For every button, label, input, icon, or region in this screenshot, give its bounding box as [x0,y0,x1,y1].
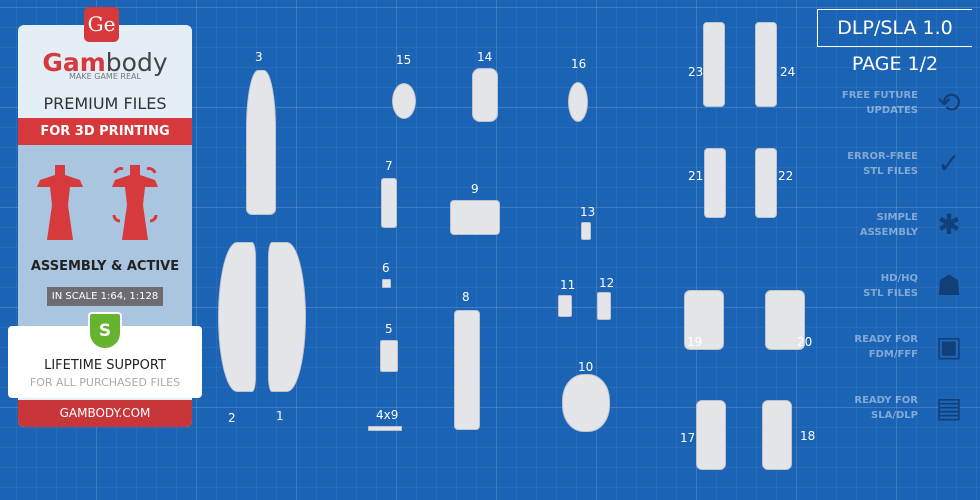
website-link[interactable]: GAMBODY.COM [18,400,192,427]
model-part [755,148,777,218]
scale-badge: IN SCALE 1:64, 1:128 [47,287,163,306]
feature-line-2: STL FILES [863,288,918,299]
update-icon: ⟲ [937,86,961,119]
version-label: DLP/SLA 1.0 [817,9,972,47]
feature-line-1: READY FOR [854,334,918,345]
part-number-label: 17 [680,431,696,445]
part-number-label: 2 [228,411,236,425]
feature-line-1: SIMPLE [876,212,918,223]
file-check-icon: ✓ [937,147,961,180]
part-number-label: 20 [797,335,813,349]
person-icon: ☗ [936,269,962,302]
premium-files-title: PREMIUM FILES [43,94,167,113]
feature-line-2: ASSEMBLY [859,227,918,238]
part-number-label: 15 [396,53,412,67]
sla-printer-icon: ▤ [935,391,963,424]
feature-label: FREE FUTURE UPDATES [808,88,918,118]
model-part [765,290,805,350]
part-number-label: 5 [385,322,393,336]
feature-label: READY FOR FDM/FFF [808,332,918,362]
part-number-label: 3 [255,50,263,64]
part-number-label: 9 [471,182,479,196]
part-number-label: 4x9 [376,408,399,422]
part-number-label: 14 [477,50,493,64]
part-number-label: 11 [560,278,576,292]
part-number-label: 19 [687,335,703,349]
part-number-label: 21 [688,169,704,183]
model-part [597,292,611,320]
lifetime-support-subtitle: FOR ALL PURCHASED FILES [29,376,181,389]
feature-label: HD/HQ STL FILES [808,271,918,301]
gambody-logo-icon: Ge [84,7,119,42]
tagline: MAKE GAME REAL [69,72,141,81]
feature-line-1: READY FOR [854,395,918,406]
assembly-active-label: ASSEMBLY & ACTIVE [30,259,180,274]
part-number-label: 13 [580,205,596,219]
model-part [392,83,416,119]
feature-label: SIMPLE ASSEMBLY [808,210,918,240]
feature-line-2: FDM/FFF [868,349,918,360]
model-part [755,22,777,107]
model-part [703,22,725,107]
model-part [246,70,276,215]
model-part [472,68,498,122]
fdm-printer-icon: ▣ [935,330,963,363]
model-part [268,242,306,392]
model-part [696,400,726,470]
part-number-label: 10 [578,360,594,374]
model-part [218,242,256,392]
model-part [568,82,588,122]
brand-name: Gambody [18,48,192,77]
model-part [581,222,591,240]
static-figure-icon [37,165,83,240]
posable-figure-icon [112,165,158,240]
feature-line-2: UPDATES [866,105,918,116]
for-3d-printing-banner: FOR 3D PRINTING [18,118,192,145]
feature-line-1: ERROR-FREE [847,151,918,162]
brand-part-a: Gam [42,48,106,77]
model-part [684,290,724,350]
model-part [704,148,726,218]
part-number-label: 1 [276,409,284,423]
part-number-label: 18 [800,429,816,443]
model-part [382,279,391,288]
feature-label: READY FOR SLA/DLP [808,393,918,423]
model-part [454,310,480,430]
puzzle-icon: ✱ [937,208,961,241]
brand-part-b: body [105,48,168,77]
lifetime-support-title: LIFETIME SUPPORT [44,358,166,373]
model-part [380,340,398,372]
feature-line-1: FREE FUTURE [841,90,918,101]
part-number-label: 22 [778,169,794,183]
model-part [368,426,402,431]
part-number-label: 24 [780,65,796,79]
part-number-label: 23 [688,65,704,79]
part-number-label: 12 [599,276,615,290]
feature-label: ERROR-FREE STL FILES [808,149,918,179]
model-part [562,374,610,432]
model-part [558,295,572,317]
shield-icon: S [88,312,122,350]
part-number-label: 16 [571,57,587,71]
feature-line-1: HD/HQ [880,273,918,284]
part-number-label: 6 [382,261,390,275]
part-number-label: 7 [385,159,393,173]
part-number-label: 8 [462,290,470,304]
feature-line-2: SLA/DLP [871,410,918,421]
page-indicator: PAGE 1/2 [851,53,939,75]
model-part [381,178,397,228]
model-part [762,400,792,470]
model-part [450,200,500,235]
feature-line-2: STL FILES [863,166,918,177]
